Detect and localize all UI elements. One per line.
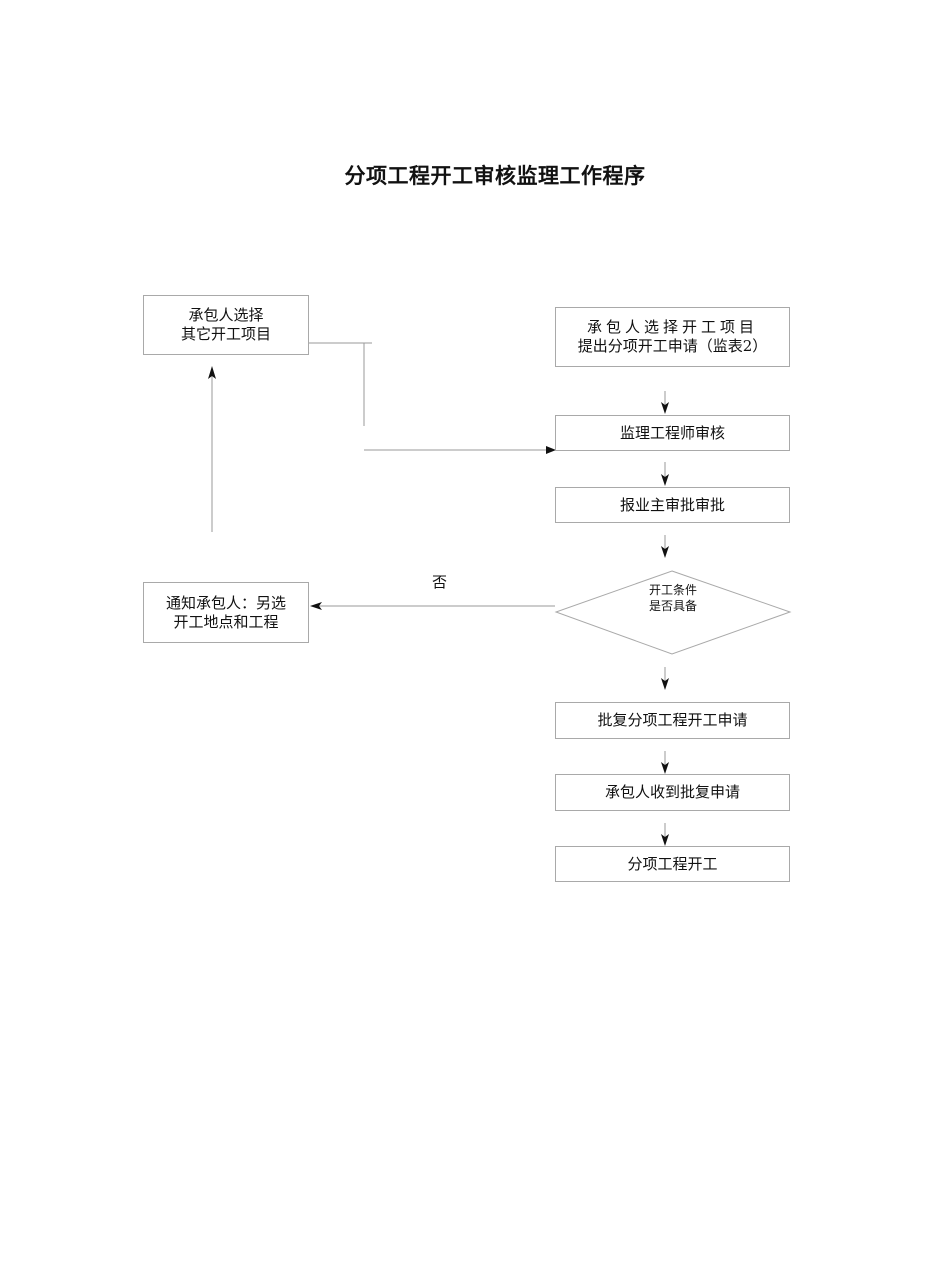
engineer-review-label: 监理工程师审核 <box>619 423 725 442</box>
notify-contractor-box: 通知承包人：另选 开工地点和工程 <box>143 582 309 643</box>
approve-request-box: 批复分项工程开工申请 <box>555 702 790 739</box>
condition-check-text: 开工条件 是否具备 <box>556 582 790 614</box>
notify-contractor-line1: 通知承包人：另选 <box>165 593 286 612</box>
arrow-right-icon <box>546 446 556 454</box>
submit-request-line1: 承包人选择开工项目 <box>586 318 758 336</box>
edge-label-no: 否 <box>432 573 448 591</box>
owner-approval-label: 报业主审批审批 <box>619 495 725 514</box>
arrow-down-icon <box>661 402 669 414</box>
project-start-box: 分项工程开工 <box>555 846 790 882</box>
contractor-receives-box: 承包人收到批复申请 <box>555 774 790 811</box>
alt-project-line2: 其它开工项目 <box>180 325 271 343</box>
page-title: 分项工程开工审核监理工作程序 <box>344 164 646 188</box>
arrow-down-icon <box>661 474 669 486</box>
arrow-up-icon <box>208 366 216 379</box>
arrow-down-icon <box>661 546 669 558</box>
condition-check-line2: 是否具备 <box>648 599 697 613</box>
arrow-down-icon <box>661 834 669 846</box>
alt-project-box: 承包人选择 其它开工项目 <box>143 295 309 355</box>
submit-request-line2: 提出分项开工申请（监表2） <box>577 337 768 355</box>
alt-project-line1: 承包人选择 <box>188 306 264 324</box>
decision-diamond <box>554 570 792 655</box>
contractor-receives-label: 承包人收到批复申请 <box>604 783 740 801</box>
submit-request-box: 承包人选择开工项目 提出分项开工申请（监表2） <box>555 307 790 367</box>
notify-contractor-line2: 开工地点和工程 <box>173 612 279 631</box>
project-start-label: 分项工程开工 <box>627 854 718 873</box>
arrow-down-icon <box>661 762 669 774</box>
owner-approval-box: 报业主审批审批 <box>555 487 790 523</box>
condition-check-line1: 开工条件 <box>648 583 697 597</box>
approve-request-label: 批复分项工程开工申请 <box>597 711 748 729</box>
arrow-down-icon <box>661 678 669 690</box>
arrow-left-icon <box>310 602 322 610</box>
engineer-review-box: 监理工程师审核 <box>555 415 790 451</box>
